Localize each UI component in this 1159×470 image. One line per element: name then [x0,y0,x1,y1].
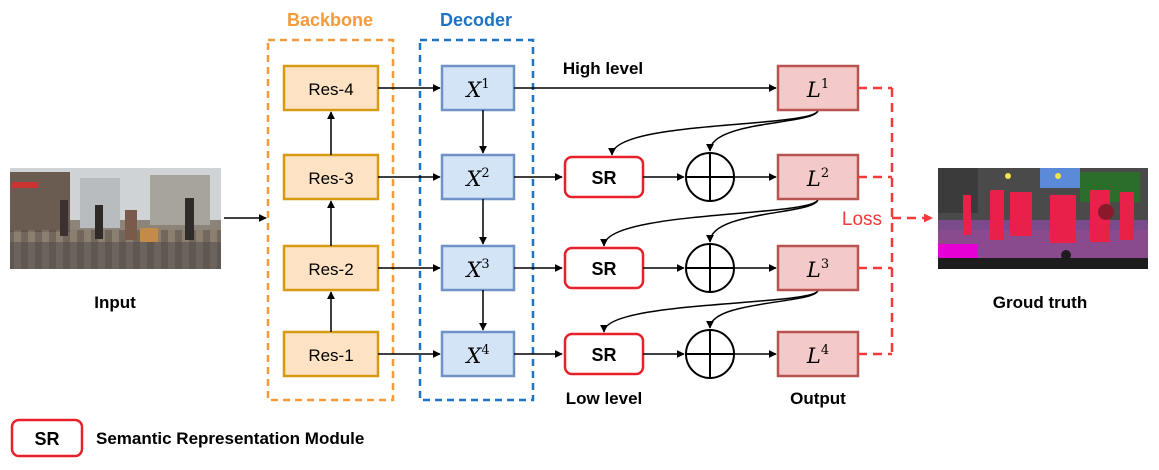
svg-text:L4: L4 [806,343,829,368]
l4-sup: 4 [821,343,829,358]
x3-block: X3 [440,244,516,292]
sr-4-label: SR [591,345,616,365]
feedback-arrows [600,109,819,333]
l4-block: L4 [776,330,860,378]
output-label: Output [790,389,846,408]
loss-label-bg [850,203,888,229]
legend: SR Semantic Representation Module [10,418,364,458]
sr-2-label: SR [591,168,616,188]
sr-block-2: SR [563,155,645,199]
legend-sr-badge-label: SR [34,429,59,449]
svg-text:L3: L3 [806,257,829,282]
res-4-label: Res-4 [308,80,353,99]
sum-icon-4 [685,329,735,379]
sr-to-plus-arrows [643,173,685,358]
sr-3-label: SR [591,259,616,279]
lateral-arrows [378,84,441,358]
legend-text: Semantic Representation Module [96,429,364,448]
svg-text:L2: L2 [806,166,829,191]
svg-text:X1: X1 [464,77,489,102]
ground-truth-label: Groud truth [993,293,1087,312]
x4-block: X4 [440,330,516,378]
loss-label: Loss [842,209,882,230]
loss-lines [858,86,933,356]
sum-icon-2 [685,152,735,202]
svg-text:L1: L1 [806,77,829,102]
input-image [10,168,221,269]
res-4-block: Res-4 [282,64,380,112]
x-to-sr-arrows [514,173,563,358]
l2-sup: 2 [821,166,829,181]
backbone-title: Backbone [287,10,373,30]
plus-to-l-arrows [734,173,777,358]
l3-base: L [806,258,821,282]
x1-sup: 1 [481,77,489,92]
l3-sup: 3 [821,257,829,272]
x1-base: X [464,78,482,102]
x2-block: X2 [440,153,516,201]
l2-base: L [806,167,821,191]
x2-sup: 2 [481,166,489,181]
l3-block: L3 [776,244,860,292]
sr-block-3: SR [563,246,645,290]
decoder-title: Decoder [440,10,512,30]
x3-base: X [464,258,482,282]
l1-sup: 1 [821,77,829,92]
x4-sup: 4 [481,343,489,358]
x2-base: X [464,167,482,191]
high-level-label: High level [563,59,643,78]
res-1-block: Res-1 [282,330,380,378]
svg-text:X2: X2 [464,166,489,191]
x4-base: X [464,344,482,368]
sr-block-4: SR [563,332,645,376]
res-2-block: Res-2 [282,244,380,292]
l1-base: L [806,78,821,102]
res-1-label: Res-1 [308,346,353,365]
res-2-label: Res-2 [308,260,353,279]
legend-sr-badge [10,418,84,458]
l1-block: L1 [776,64,860,112]
sum-icon-3 [685,243,735,293]
l2-block: L2 [776,153,860,201]
x3-sup: 3 [481,257,489,272]
input-label: Input [94,293,136,312]
l4-base: L [806,344,821,368]
svg-text:X3: X3 [464,257,489,282]
res-3-block: Res-3 [282,153,380,201]
low-level-label: Low level [566,389,643,408]
x1-block: X1 [440,64,516,112]
svg-text:X4: X4 [464,343,489,368]
decoder-group-box [418,38,535,402]
ground-truth-image [938,168,1148,269]
backbone-group-box [266,38,395,402]
res-3-label: Res-3 [308,169,353,188]
